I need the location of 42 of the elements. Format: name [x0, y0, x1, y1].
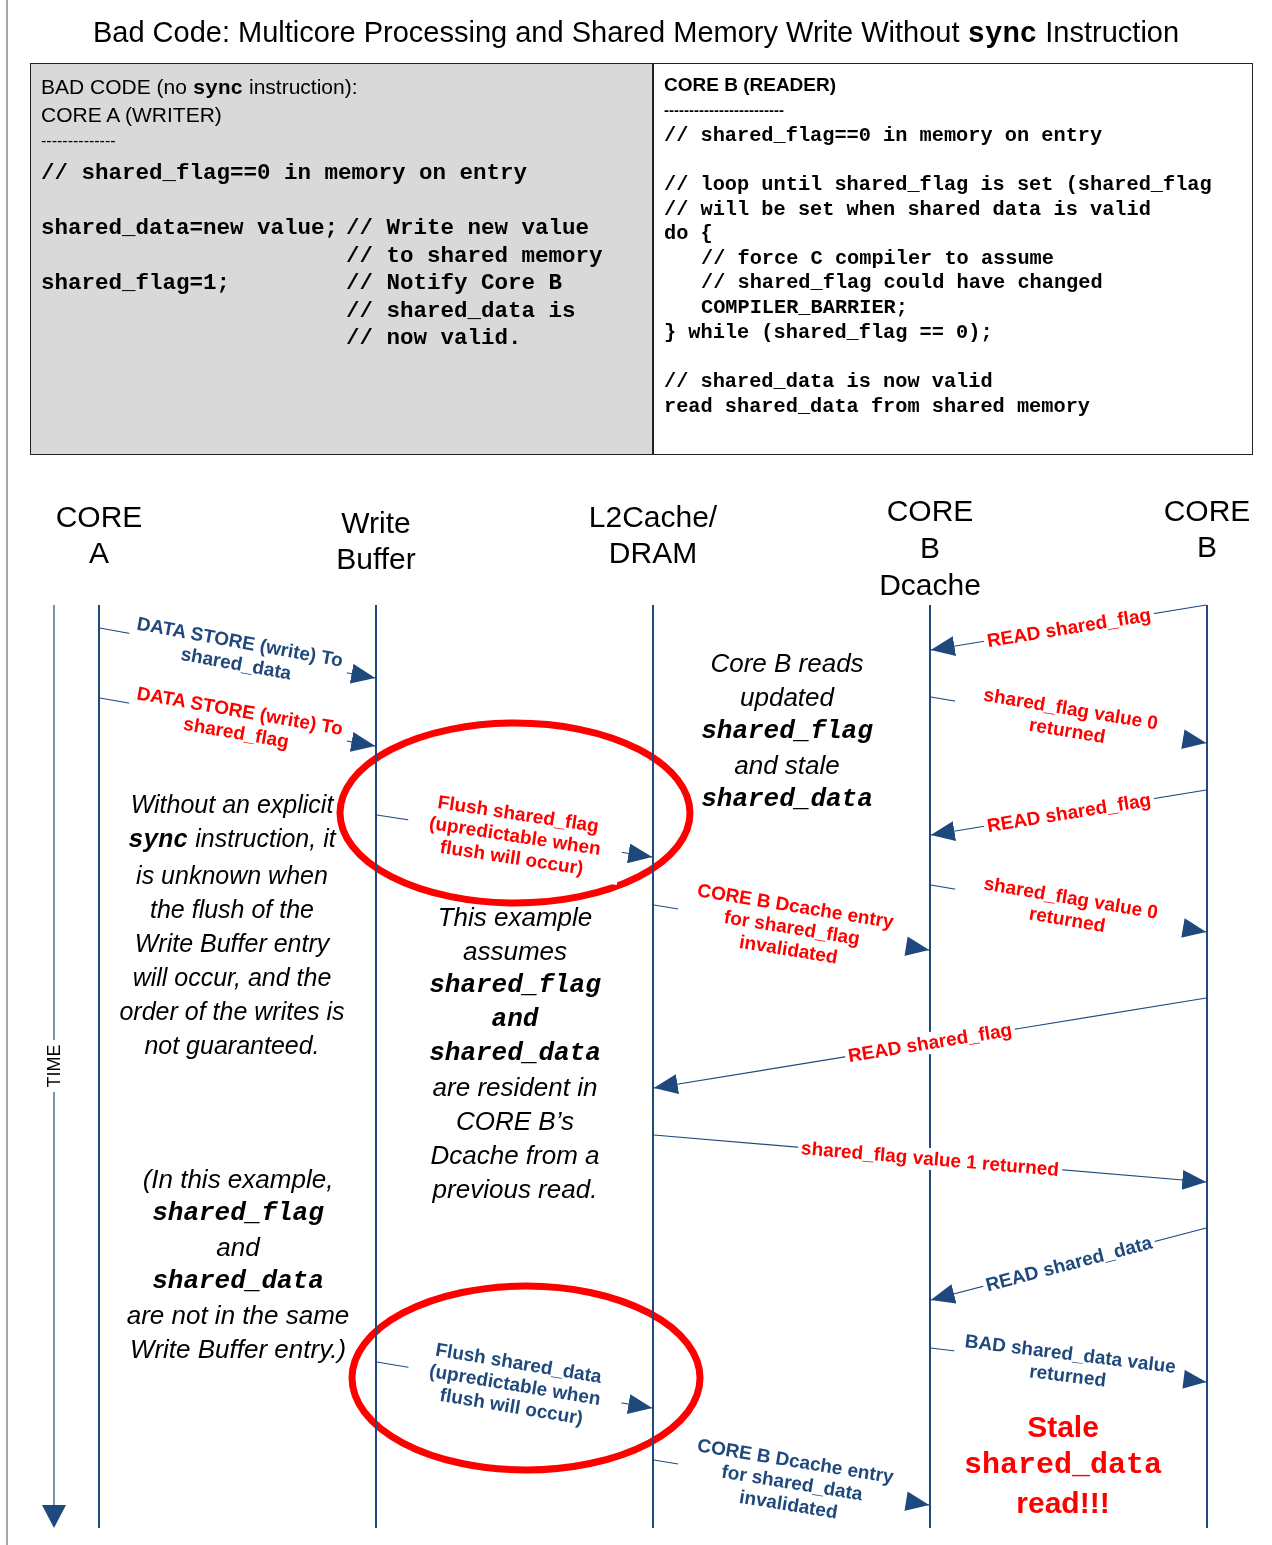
annotation-text: This example assumes shared_flag and shared_data are resident in CORE B’s Dcache from a previous read.: [428, 901, 602, 1206]
code-line: // Notify Core B: [346, 269, 563, 297]
code-line: // shared_flag==0 in memory on entry: [664, 123, 1103, 149]
panel-heading: ------------------------: [664, 101, 784, 119]
code-line: COMPILER_BARRIER;: [701, 295, 908, 321]
code-line: } while (shared_flag == 0);: [664, 320, 993, 346]
code-line: // shared_flag==0 in memory on entry: [41, 159, 528, 187]
lifeline-header: L2Cache/ DRAM: [587, 499, 719, 571]
lifeline: [1206, 605, 1208, 1528]
lifeline-header: CORE B: [1162, 493, 1252, 565]
axis-label: TIME: [44, 1044, 64, 1088]
lifeline-header: CORE B Dcache: [878, 493, 982, 603]
lifeline: [375, 605, 377, 1528]
code-line: // to shared memory: [346, 242, 603, 270]
code-line: shared_flag=1;: [41, 269, 231, 297]
lifeline: [652, 605, 654, 1528]
annotation-text: (In this example, shared_flag and shared_data are not in the same Write Buffer entry.): [125, 1163, 351, 1366]
panel-heading: CORE B (READER): [664, 73, 837, 97]
code-panel: [653, 63, 1253, 455]
diagram-title: Bad Code: Multicore Processing and Shared Memory Write Without sync Instruction: [91, 16, 1181, 51]
lifeline: [98, 605, 100, 1528]
warning-text: Stale shared_data read!!!: [962, 1409, 1163, 1521]
code-panel: [30, 63, 653, 455]
code-line: // shared_data is: [346, 297, 576, 325]
code-line: // will be set when shared data is valid: [664, 197, 1151, 223]
panel-heading: CORE A (WRITER): [41, 102, 222, 128]
code-line: // shared_flag could have changed: [701, 270, 1103, 296]
code-line: // now valid.: [346, 324, 522, 352]
code-line: // shared_data is now valid: [664, 369, 993, 395]
annotation-text: Without an explicit sync instruction, it is unknown when the flush of the Write Buffer entry will occur, and the order of the writes is not guaranteed.: [118, 789, 346, 1061]
lifeline-header: CORE A: [54, 499, 144, 571]
code-line: // force C compiler to assume: [701, 246, 1054, 272]
code-line: do {: [664, 221, 713, 247]
panel-heading: BAD CODE (no sync instruction):: [41, 74, 358, 102]
lifeline-header: Write Buffer: [335, 505, 417, 577]
code-line: // loop until shared_flag is set (shared_flag: [664, 172, 1212, 198]
code-line: read shared_data from shared memory: [664, 394, 1090, 420]
code-line: // Write new value: [346, 214, 590, 242]
code-line: shared_data=new value;: [41, 214, 339, 242]
panel-heading: --------------: [41, 131, 116, 151]
lifeline: [929, 605, 931, 1528]
annotation-text: Core B reads updated shared_flag and stale shared_data: [700, 647, 874, 816]
